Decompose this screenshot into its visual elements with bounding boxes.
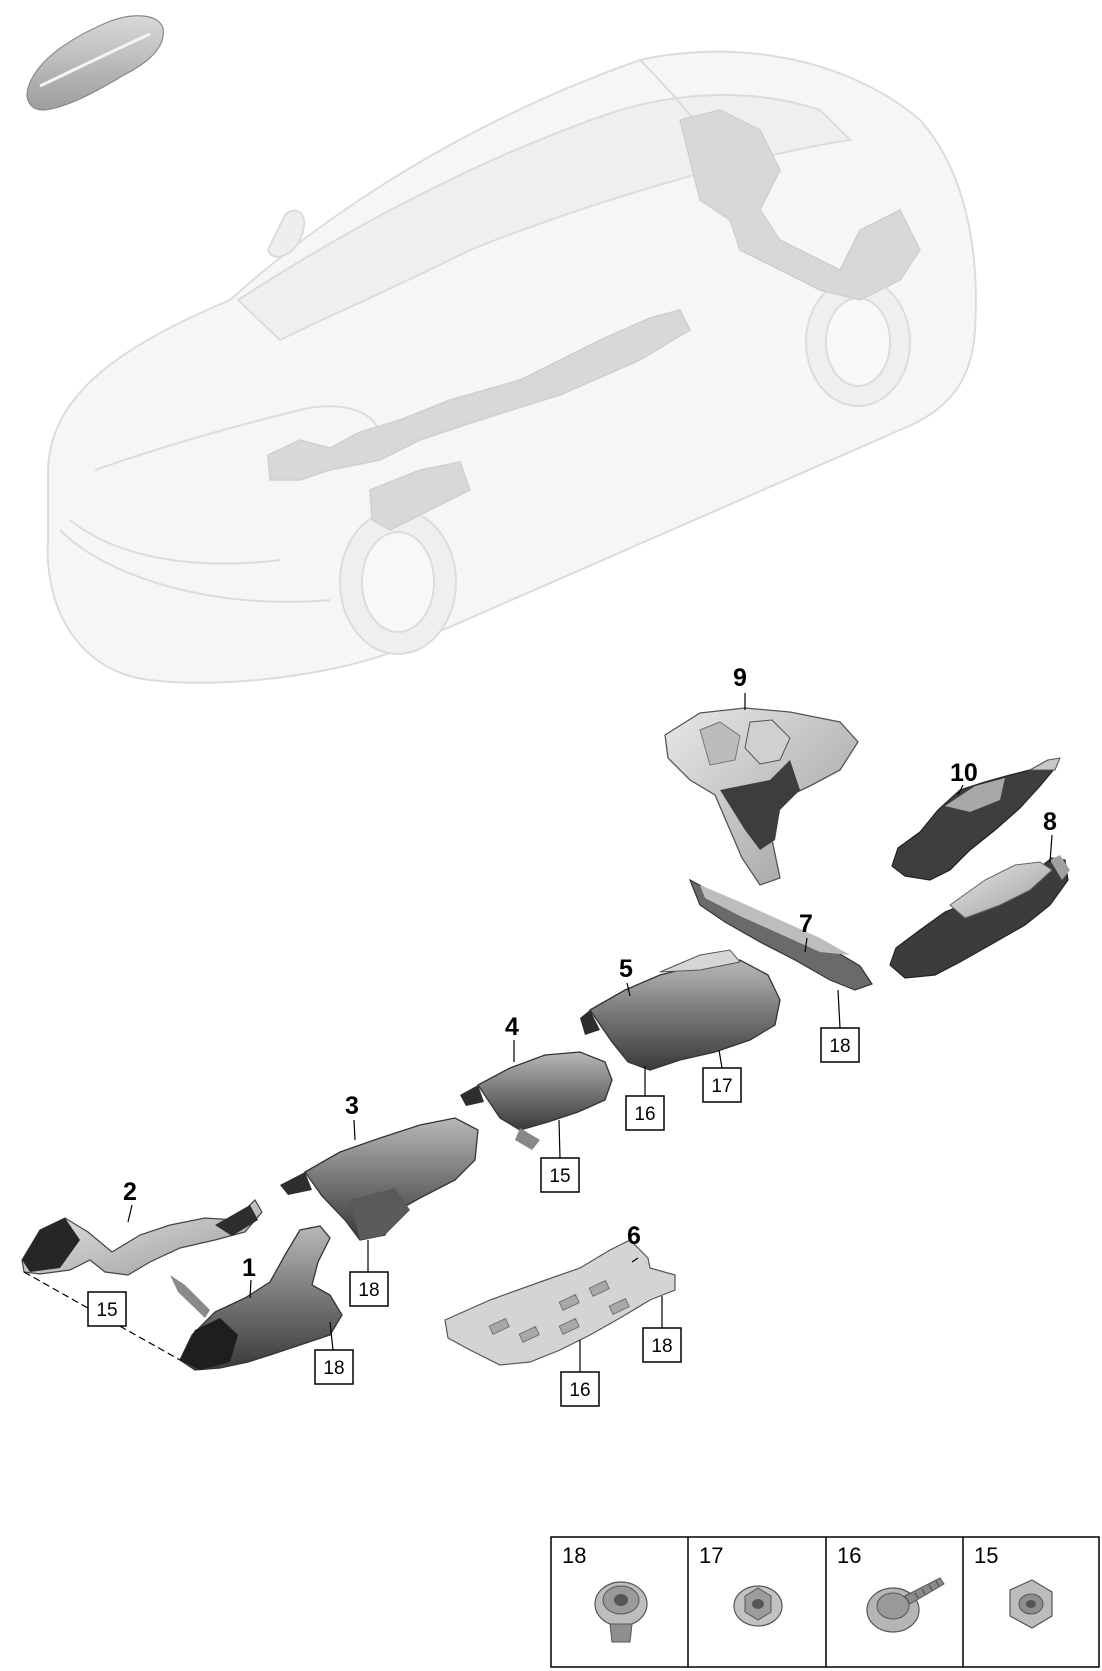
part-label-7: 7 [799, 910, 813, 938]
svg-text:18: 18 [358, 1280, 379, 1301]
part-labels: 9 10 8 7 5 4 3 2 1 6 [123, 664, 1057, 1282]
svg-text:15: 15 [549, 1166, 570, 1187]
svg-text:18: 18 [829, 1036, 850, 1057]
svg-text:17: 17 [711, 1076, 732, 1097]
ghost-exhaust-system [267, 109, 921, 531]
svg-text:18: 18 [323, 1358, 344, 1379]
callout-18-part3: 18 [349, 1271, 389, 1307]
ghost-vehicle-body [46, 50, 977, 684]
svg-text:15: 15 [96, 1300, 117, 1321]
vehicle-thumbnail-icon [26, 15, 164, 111]
svg-text:16: 16 [837, 1543, 861, 1568]
hex-nut-icon [1009, 1579, 1053, 1629]
svg-text:16: 16 [634, 1104, 655, 1125]
washer-screw-icon [866, 1577, 945, 1633]
svg-text:15: 15 [974, 1543, 998, 1568]
part-label-8: 8 [1043, 808, 1057, 836]
legend-cell-17: 17 [699, 1543, 783, 1627]
heat-shield-3 [280, 1117, 479, 1241]
legend-cell-15: 15 [974, 1543, 1053, 1629]
flange-nut-icon [594, 1581, 648, 1643]
heat-shield-2 [21, 1199, 263, 1276]
part-label-10: 10 [950, 759, 978, 787]
part-label-1: 1 [242, 1254, 256, 1282]
legend-cell-18: 18 [562, 1543, 648, 1643]
part-label-6: 6 [627, 1222, 641, 1250]
svg-text:16: 16 [569, 1380, 590, 1401]
part-label-5: 5 [619, 955, 633, 983]
heat-shield-4 [460, 1051, 613, 1150]
svg-text:18: 18 [562, 1543, 586, 1568]
part-label-9: 9 [733, 664, 747, 692]
heat-shield-5 [580, 949, 781, 1071]
svg-text:18: 18 [651, 1336, 672, 1357]
part-label-2: 2 [123, 1178, 137, 1206]
hex-nut-icon [733, 1585, 783, 1627]
callout-16-part6: 16 [560, 1371, 600, 1407]
fastener-legend: 18 17 16 [550, 1536, 1100, 1668]
fastener-callouts: 15 18 18 15 16 17 18 18 [87, 1027, 860, 1407]
callout-15-left: 15 [87, 1291, 127, 1327]
callout-16-part5: 16 [625, 1095, 665, 1131]
heat-shield-10 [891, 757, 1061, 881]
callout-18-part6: 18 [642, 1327, 682, 1363]
heat-shield-9 [664, 707, 859, 886]
callout-18-part1: 18 [314, 1349, 354, 1385]
svg-text:17: 17 [699, 1543, 723, 1568]
leader-lines [23, 693, 1053, 1372]
heat-shield-1 [170, 1225, 343, 1371]
callout-17-part5: 17 [702, 1067, 742, 1103]
legend-cell-16: 16 [837, 1543, 945, 1633]
callout-18-part7: 18 [820, 1027, 860, 1063]
part-label-3: 3 [345, 1092, 359, 1120]
underbody-panel-6 [444, 1239, 676, 1366]
heat-shield-7 [688, 878, 873, 991]
callout-15-part4: 15 [540, 1157, 580, 1193]
heat-shield-8 [889, 855, 1070, 979]
part-label-4: 4 [505, 1013, 519, 1041]
